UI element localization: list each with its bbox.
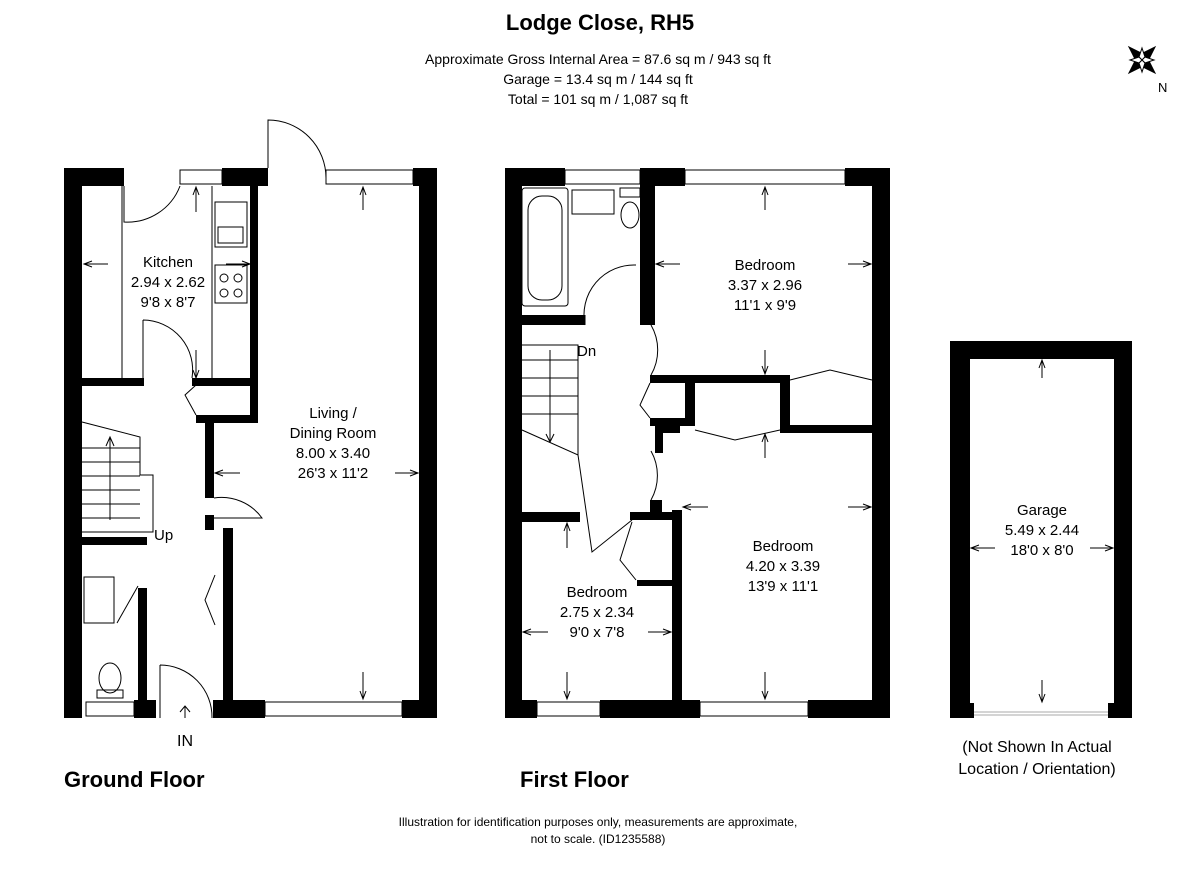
first-floor-plan — [505, 168, 890, 718]
disclaimer-line-1: Illustration for identification purposes… — [399, 815, 798, 829]
compass-icon — [1127, 45, 1157, 75]
compass-north-label: N — [1158, 80, 1167, 95]
ground-floor-label: Ground Floor — [64, 767, 205, 792]
bedroom2-metric: 4.20 x 3.39 — [746, 558, 820, 575]
living-name-1: Living / — [309, 405, 357, 422]
garage-metric: 5.49 x 2.44 — [1005, 522, 1079, 539]
kitchen-imperial: 9'8 x 8'7 — [141, 294, 196, 311]
living-metric: 8.00 x 3.40 — [296, 445, 370, 462]
first-floor-label: First Floor — [520, 767, 629, 792]
disclaimer-line-2: not to scale. (ID1235588) — [531, 832, 666, 846]
living-name-2: Dining Room — [290, 425, 377, 442]
entrance-label: IN — [177, 733, 193, 750]
bedroom3-imperial: 9'0 x 7'8 — [570, 624, 625, 641]
title: Lodge Close, RH5 — [506, 10, 694, 35]
garage-name: Garage — [1017, 502, 1067, 519]
garage-imperial: 18'0 x 8'0 — [1010, 542, 1073, 559]
garage-plan — [950, 341, 1132, 718]
bedroom2-imperial: 13'9 x 11'1 — [748, 578, 819, 595]
kitchen-metric: 2.94 x 2.62 — [131, 274, 205, 291]
bedroom1-imperial: 11'1 x 9'9 — [734, 297, 796, 314]
bedroom3-name: Bedroom — [567, 584, 628, 601]
stairs-up-label: Up — [154, 527, 173, 544]
bedroom1-name: Bedroom — [735, 257, 796, 274]
living-imperial: 26'3 x 11'2 — [298, 465, 369, 482]
garage-area: Garage = 13.4 sq m / 144 sq ft — [503, 71, 693, 87]
gross-area: Approximate Gross Internal Area = 87.6 s… — [425, 51, 771, 67]
garage-note-2: Location / Orientation) — [958, 761, 1115, 778]
bedroom1-metric: 3.37 x 2.96 — [728, 277, 802, 294]
ground-floor-plan — [64, 119, 437, 719]
bedroom3-metric: 2.75 x 2.34 — [560, 604, 634, 621]
garage-note-1: (Not Shown In Actual — [962, 739, 1111, 756]
total-area: Total = 101 sq m / 1,087 sq ft — [508, 91, 688, 107]
stairs-down-label: Dn — [577, 343, 596, 360]
bedroom2-name: Bedroom — [753, 538, 814, 555]
kitchen-name: Kitchen — [143, 254, 193, 271]
